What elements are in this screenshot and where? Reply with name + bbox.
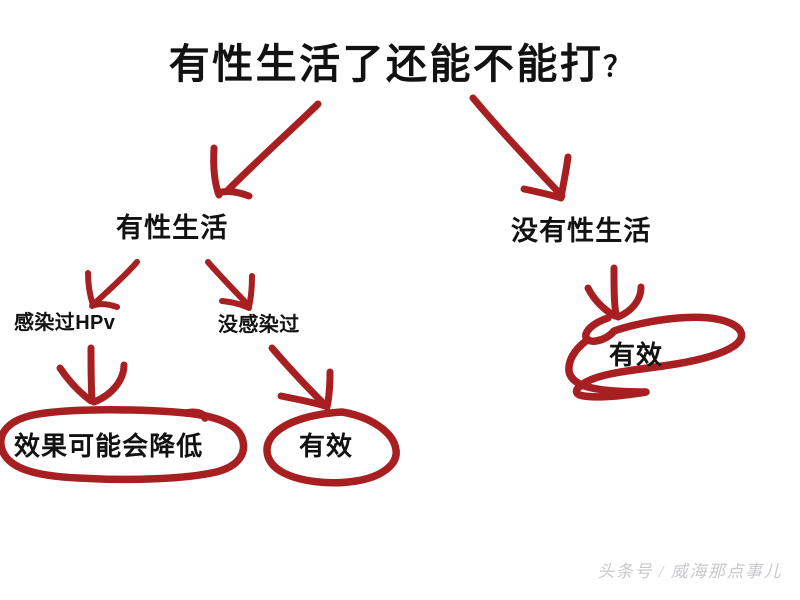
title-question-mark: ？: [603, 51, 632, 82]
arrow-yes-to-infected: [85, 259, 140, 310]
result-label-reduced: 效果可能会降低: [14, 431, 204, 461]
branch-label-yes: 有性生活: [116, 213, 229, 243]
sub-branch-label-infected: 感染过HPv: [14, 312, 116, 334]
result-label-effective-right: 有效: [609, 340, 664, 370]
arrow-title-to-yes: [210, 100, 322, 200]
arrow-no-to-effective: [584, 264, 645, 321]
arrow-notinfected-to-effective: [268, 344, 334, 411]
arrow-yes-to-notinfected: [205, 259, 255, 311]
result-label-effective-middle: 有效: [299, 431, 354, 461]
title-main: 有性生活了还能不能打: [168, 41, 604, 87]
arrow-title-to-no: [469, 94, 572, 202]
sub-branch-label-not-infected: 没感染过: [218, 314, 300, 336]
watermark: 头条号 / 威海那点事儿: [597, 562, 782, 581]
branch-label-no: 没有性生活: [511, 216, 652, 246]
page-title: 有性生活了还能不能打？: [169, 44, 632, 85]
arrow-infected-to-reduced: [56, 344, 128, 406]
